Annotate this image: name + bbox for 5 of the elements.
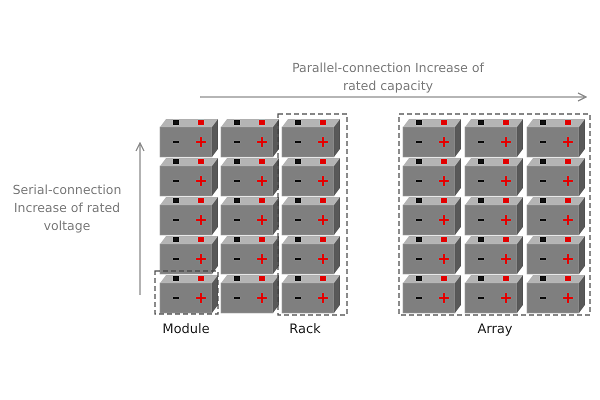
group-label: Module: [161, 321, 211, 339]
group-label: Rack: [288, 321, 322, 339]
group-label: Array: [476, 321, 514, 339]
annotation-text: Serial-connection Increase of rated voltage: [12, 181, 122, 235]
annotation-text: Parallel-connection Increase of rated capacity: [291, 59, 486, 95]
